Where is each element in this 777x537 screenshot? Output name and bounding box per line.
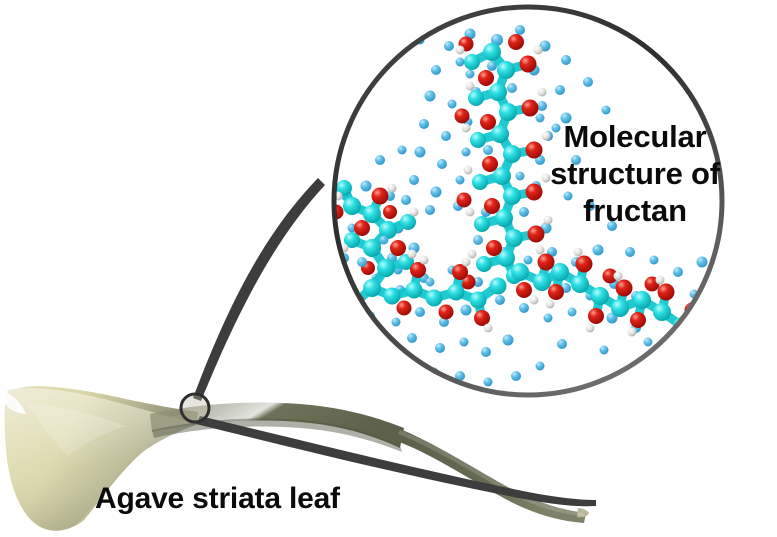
leaf-label: Agave striata leaf (95, 482, 340, 515)
leaf-distal-blade (394, 428, 586, 523)
magnifier-target-circle (179, 392, 211, 424)
leaf-tip (577, 508, 589, 518)
molecule-left-branch (334, 180, 507, 333)
leaf-base-sheen (5, 388, 199, 531)
leaf-blade-sheen (398, 430, 584, 516)
molecule-callout-line-1: Molecular (563, 119, 707, 154)
molecule-callout-line-2: structure of (550, 156, 720, 191)
leaf-base-notch (5, 392, 26, 414)
magnifier-arm-lower (196, 416, 596, 507)
water-spheres-front (357, 69, 699, 347)
molecule-icon (334, 25, 722, 387)
leaf-midsection (150, 402, 404, 448)
molecule-callout-label: Molecular structure of fructan (548, 118, 722, 229)
magnifier-arm-upper (193, 178, 325, 401)
leaf-base-highlight (28, 404, 126, 456)
molecule-callout-line-3: fructan (583, 193, 687, 228)
lens-ring (331, 4, 725, 398)
molecule-stem (454, 34, 553, 305)
